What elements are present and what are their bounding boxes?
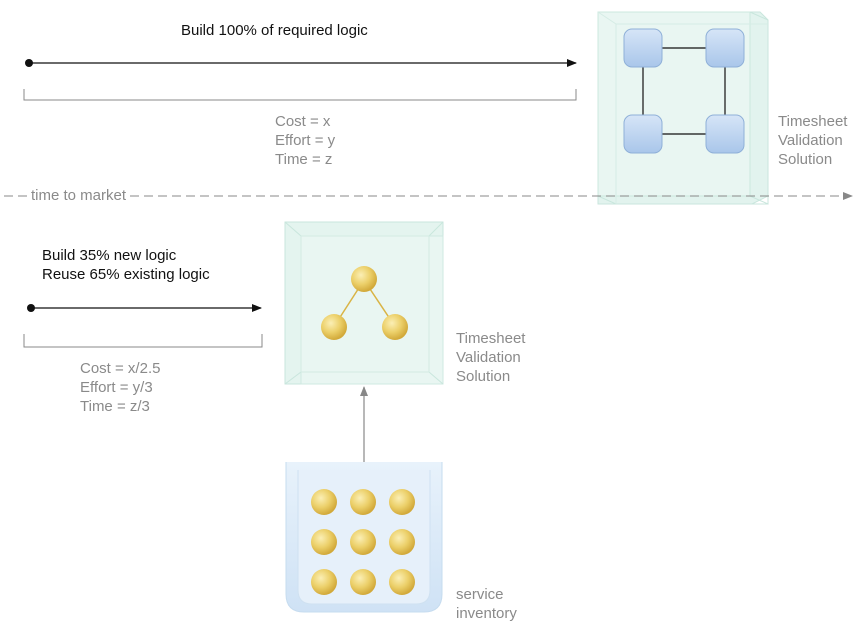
inventory-label-line1: service xyxy=(456,586,504,603)
network-node xyxy=(623,114,663,154)
bottom-range-bracket xyxy=(23,334,263,348)
service-sphere xyxy=(311,489,337,515)
bottom-solution-label-line2: Validation xyxy=(456,349,521,366)
network-node xyxy=(705,28,745,68)
top-range-bracket xyxy=(23,89,577,101)
bottom-solution-cube xyxy=(284,221,444,385)
top-cost-metric: Cost = x xyxy=(275,113,331,130)
time-to-market-label: time to market xyxy=(27,186,131,205)
network-node xyxy=(623,28,663,68)
top-effort-metric: Effort = y xyxy=(275,132,336,149)
service-sphere xyxy=(389,569,415,595)
service-sphere xyxy=(350,489,376,515)
inventory-label-line2: inventory xyxy=(456,605,517,622)
network-node xyxy=(705,114,745,154)
top-build-text: Build 100% of required logic xyxy=(181,22,368,39)
service-sphere xyxy=(351,266,377,292)
top-solution-cube xyxy=(597,11,769,205)
service-sphere xyxy=(382,314,408,340)
bottom-build-line2: Reuse 65% existing logic xyxy=(42,266,210,283)
service-sphere xyxy=(311,529,337,555)
bottom-solution-label-line1: Timesheet xyxy=(456,330,526,347)
top-solution-label-line2: Validation xyxy=(778,132,843,149)
service-sphere xyxy=(389,489,415,515)
top-solution-label-line3: Solution xyxy=(778,151,833,168)
top-timeline xyxy=(23,59,577,101)
service-sphere xyxy=(321,314,347,340)
bottom-solution-label-line3: Solution xyxy=(456,368,511,385)
top-solution-label-line1: Timesheet xyxy=(778,113,848,130)
bottom-build-line1: Build 35% new logic xyxy=(42,247,177,264)
bottom-effort-metric: Effort = y/3 xyxy=(80,379,153,396)
service-inventory-container xyxy=(285,462,443,613)
service-sphere xyxy=(311,569,337,595)
service-sphere xyxy=(389,529,415,555)
top-time-metric: Time = z xyxy=(275,151,333,168)
service-sphere xyxy=(350,529,376,555)
service-sphere xyxy=(350,569,376,595)
bottom-timeline xyxy=(23,304,263,348)
bottom-time-metric: Time = z/3 xyxy=(80,398,150,415)
bottom-cost-metric: Cost = x/2.5 xyxy=(80,360,161,377)
